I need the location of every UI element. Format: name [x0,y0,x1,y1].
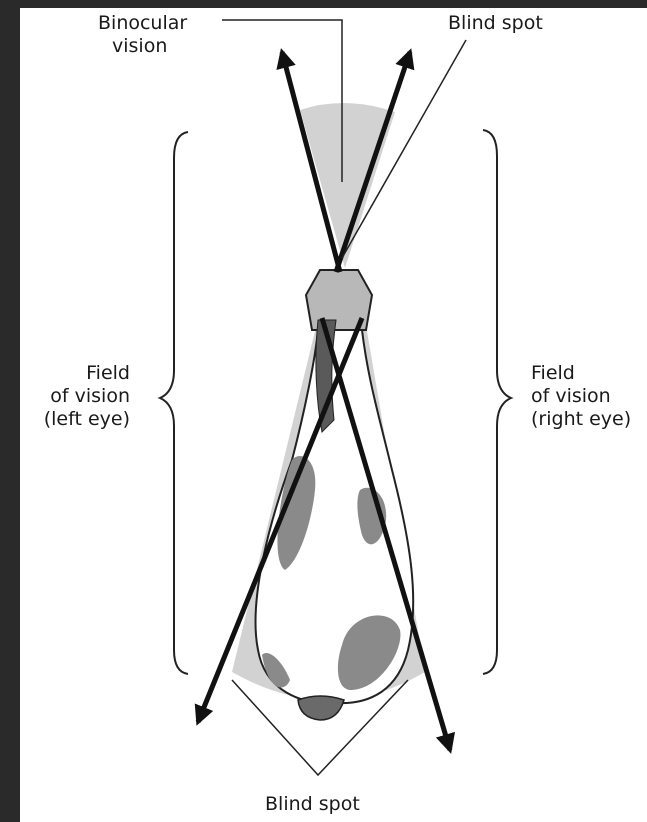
blind-spot-top-label: Blind spot [448,12,543,35]
blind-spot-bottom-label: Blind spot [265,793,360,816]
left-eye-field-label-line: Field [22,362,130,385]
binocular-vision-label: Binocular vision [98,12,187,58]
right-eye-field-label-line: Field [531,362,631,385]
right-eye-field-label-line: of vision [531,385,631,408]
right-field-brace [483,130,511,674]
right-eye-field-label-line: (right eye) [531,408,631,431]
binocular-vision-label-line: Binocular [98,12,187,35]
right-eye-field-label: Field of vision (right eye) [531,362,631,431]
left-eye-field-label-line: of vision [22,385,130,408]
left-eye-field-label-line: (left eye) [22,408,130,431]
left-field-brace [160,132,188,674]
left-eye-field-label: Field of vision (left eye) [22,362,130,431]
binocular-vision-label-line: vision [98,35,187,58]
horse-tail [298,696,344,720]
